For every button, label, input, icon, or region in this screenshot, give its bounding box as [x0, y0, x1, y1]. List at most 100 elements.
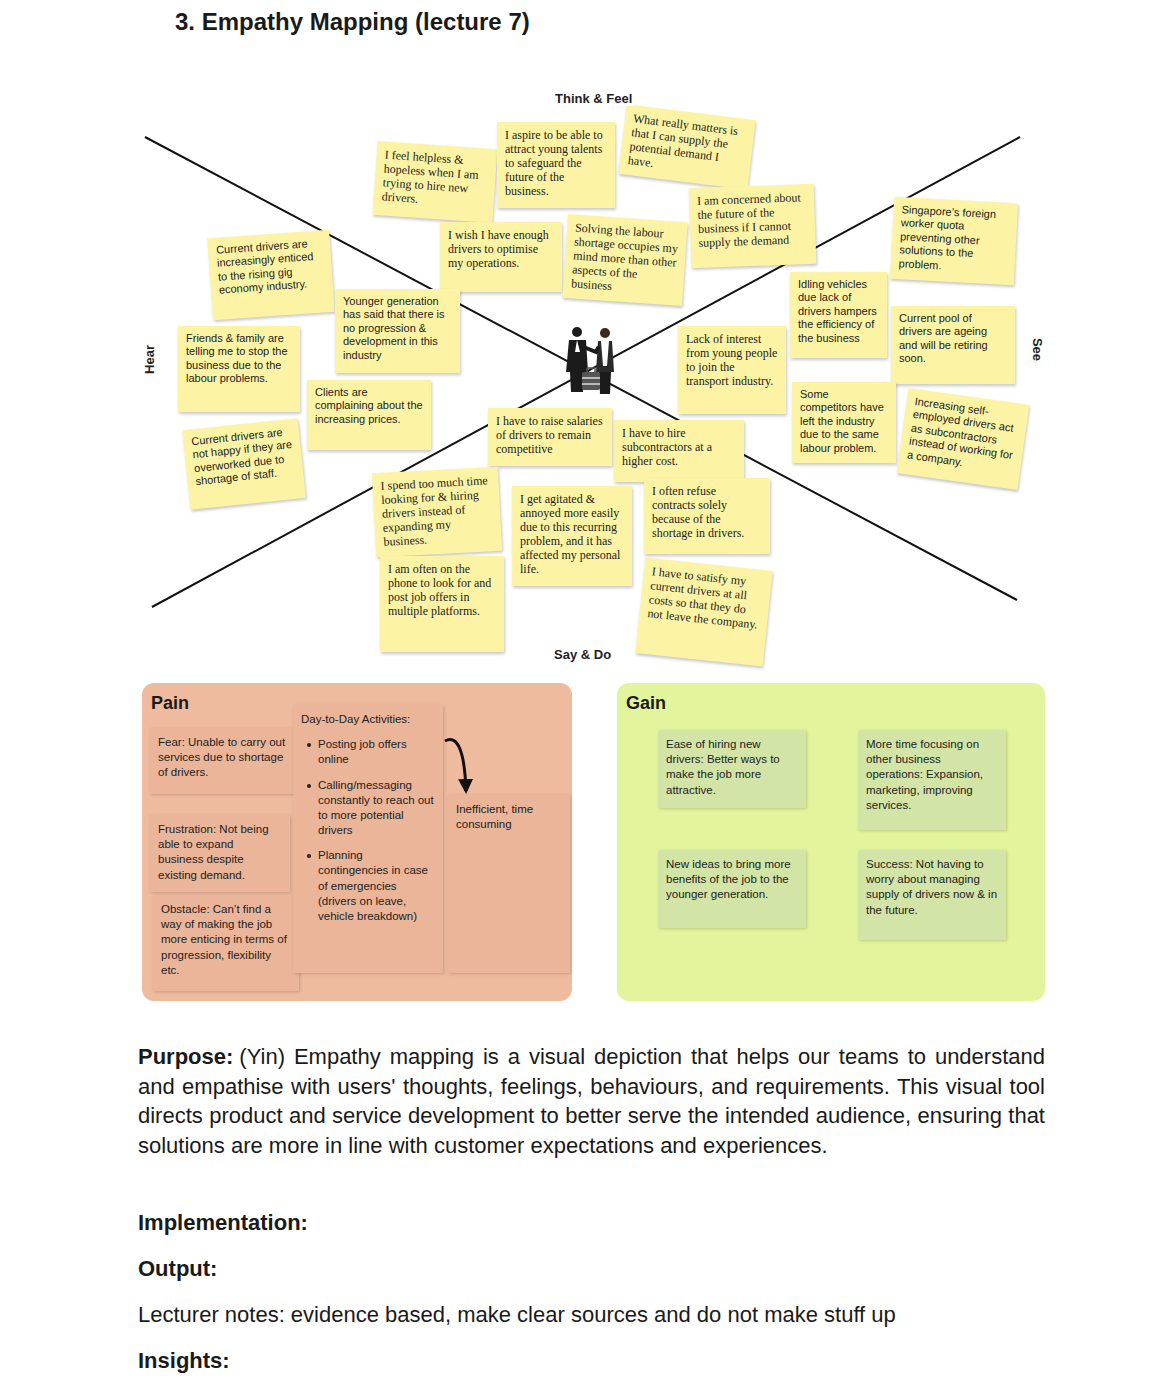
- sticky-note: I wish I have enough drivers to optimise…: [440, 222, 562, 292]
- quadrant-label: Think & Feel: [553, 91, 634, 106]
- note-text: Increasing self-employed drivers act as …: [906, 395, 1020, 476]
- note-text: Friends & family are telling me to stop …: [186, 332, 292, 386]
- note-text: I spend too much time looking for & hiri…: [380, 473, 494, 549]
- bullet-row: Calling/messaging constantly to reach ou…: [301, 778, 435, 839]
- sticky-note: I often refuse contracts solely because …: [644, 478, 770, 554]
- head: [600, 328, 610, 338]
- bullet-dot: [307, 854, 311, 858]
- sticky-note: I aspire to be able to attract young tal…: [497, 122, 615, 208]
- sticky-note: More time focusing on other business ope…: [858, 730, 1006, 830]
- handshake: [586, 348, 598, 352]
- sticky-note: Friends & family are telling me to stop …: [178, 326, 300, 412]
- sticky-note: I have to satisfy my current drivers at …: [635, 558, 772, 667]
- lecturer-note: Lecturer notes: evidence based, make cle…: [138, 1300, 896, 1330]
- sticky-note: New ideas to bring more benefits of the …: [658, 850, 806, 928]
- sticky-note: Current drivers are increasingly enticed…: [207, 230, 334, 320]
- note-text: I aspire to be able to attract young tal…: [505, 128, 607, 198]
- sticky-note: Idling vehicles due lack of drivers hamp…: [790, 272, 887, 358]
- note-text: I feel helpless & hopeless when I am try…: [381, 147, 489, 210]
- sticky-note: Obstacle: Can’t find a way of making the…: [153, 895, 299, 991]
- note-text: Obstacle: Can’t find a way of making the…: [161, 902, 291, 978]
- sticky-note: Ease of hiring new drivers: Better ways …: [658, 730, 806, 808]
- quadrant-label: See: [1030, 336, 1045, 363]
- panel-heading: Pain: [151, 693, 189, 714]
- bullet-text: Calling/messaging constantly to reach ou…: [318, 778, 435, 839]
- suitcase: [582, 372, 600, 390]
- sticky-note: Inefficient, time consuming: [448, 795, 570, 973]
- sticky-note: I spend too much time looking for & hiri…: [372, 467, 502, 558]
- note-text: I am often on the phone to look for and …: [388, 562, 496, 618]
- purpose-paragraph: Purpose:(Yin) Empathy mapping is a visua…: [138, 1042, 1045, 1160]
- section-panel: PainFear: Unable to carry out services d…: [142, 683, 572, 1001]
- note-text: Lack of interest from young people to jo…: [686, 332, 778, 388]
- note-text: Current drivers are not happy if they ar…: [191, 425, 296, 489]
- section-heading: Implementation:: [138, 1208, 308, 1238]
- suitcase-handle: [587, 368, 595, 373]
- sticky-note: Frustration: Not being able to expand bu…: [150, 815, 290, 892]
- sticky-note: What really matters is that I can supply…: [618, 104, 756, 189]
- bullet-text: Posting job offers online: [318, 737, 435, 767]
- activity-list-note: Day-to-Day Activities: Posting job offers…: [293, 705, 443, 973]
- note-text: New ideas to bring more benefits of the …: [666, 857, 798, 903]
- note-text: I wish I have enough drivers to optimise…: [448, 228, 554, 270]
- note-text: Success: Not having to worry about manag…: [866, 857, 998, 918]
- bullet-row: Planning contingencies in case of emerge…: [301, 848, 435, 924]
- note-text: More time focusing on other business ope…: [866, 737, 998, 813]
- sticky-note: Success: Not having to worry about manag…: [858, 850, 1006, 940]
- sticky-note: I get agitated & annoyed more easily due…: [512, 486, 632, 586]
- sticky-note: Current pool of drivers are ageing and w…: [891, 306, 1015, 384]
- handshake-illustration: [566, 327, 614, 394]
- note-text: Some competitors have left the industry …: [800, 388, 888, 455]
- sticky-note: Current drivers are not happy if they ar…: [182, 418, 306, 510]
- bullet-dot: [307, 784, 311, 788]
- sticky-note: Younger generation has said that there i…: [335, 289, 460, 373]
- blouse: [601, 341, 609, 366]
- note-text: Inefficient, time consuming: [456, 802, 562, 832]
- note-text: Fear: Unable to carry out services due t…: [158, 735, 287, 781]
- note-text: Solving the labour shortage occupies my …: [571, 220, 680, 297]
- note-text: I have to hire subcontractors at a highe…: [622, 426, 736, 468]
- sticky-note: Solving the labour shortage occupies my …: [562, 214, 688, 306]
- note-text: I often refuse contracts solely because …: [652, 484, 762, 540]
- section-heading: Purpose:: [138, 1044, 233, 1069]
- sticky-note: Clients are complaining about the increa…: [307, 380, 431, 450]
- note-text: What really matters is that I can supply…: [627, 111, 747, 181]
- curved-arrow: [445, 740, 466, 791]
- sticky-note: Some competitors have left the industry …: [792, 382, 896, 463]
- note-text: Current drivers are increasingly enticed…: [216, 236, 325, 297]
- section-heading: Output:: [138, 1254, 217, 1284]
- sticky-note: Lack of interest from young people to jo…: [678, 326, 786, 414]
- page-title: 3. Empathy Mapping (lecture 7): [175, 8, 530, 36]
- suitcase-strap: [582, 383, 600, 385]
- panel-heading: Gain: [626, 693, 666, 714]
- bullet-dot: [307, 743, 311, 747]
- quadrant-label: Say & Do: [552, 647, 613, 662]
- sticky-note: I am concerned about the future of the b…: [689, 184, 817, 268]
- section-panel: GainEase of hiring new drivers: Better w…: [617, 683, 1045, 1001]
- sticky-note: Singapore’s foreign worker quota prevent…: [890, 197, 1018, 285]
- bullet-text: Planning contingencies in case of emerge…: [318, 848, 435, 924]
- note-text: I get agitated & annoyed more easily due…: [520, 492, 624, 576]
- suitcase-strap: [582, 377, 600, 379]
- quadrant-label: Hear: [142, 343, 157, 376]
- woman-body: [596, 341, 614, 372]
- note-text: Day-to-Day Activities:: [301, 712, 435, 727]
- shirt: [575, 340, 580, 352]
- note-text: Younger generation has said that there i…: [343, 295, 452, 362]
- sticky-note: I have to hire subcontractors at a highe…: [614, 420, 744, 482]
- note-text: Idling vehicles due lack of drivers hamp…: [798, 278, 879, 345]
- sticky-note: I feel helpless & hopeless when I am try…: [373, 141, 498, 223]
- paragraph-text: (Yin) Empathy mapping is a visual depict…: [138, 1044, 1045, 1158]
- note-text: I have to satisfy my current drivers at …: [647, 564, 764, 632]
- note-text: Singapore’s foreign worker quota prevent…: [898, 203, 1009, 276]
- note-text: Current pool of drivers are ageing and w…: [899, 312, 1007, 366]
- sticky-note: I have to raise salaries of drivers to r…: [488, 408, 612, 466]
- sticky-note: Fear: Unable to carry out services due t…: [150, 728, 295, 794]
- note-text: Frustration: Not being able to expand bu…: [158, 822, 282, 883]
- sticky-note: Increasing self-employed drivers act as …: [897, 388, 1030, 490]
- note-text: Clients are complaining about the increa…: [315, 386, 423, 426]
- head: [572, 327, 582, 337]
- note-text: I have to raise salaries of drivers to r…: [496, 414, 604, 456]
- sticky-note: I am often on the phone to look for and …: [380, 556, 504, 652]
